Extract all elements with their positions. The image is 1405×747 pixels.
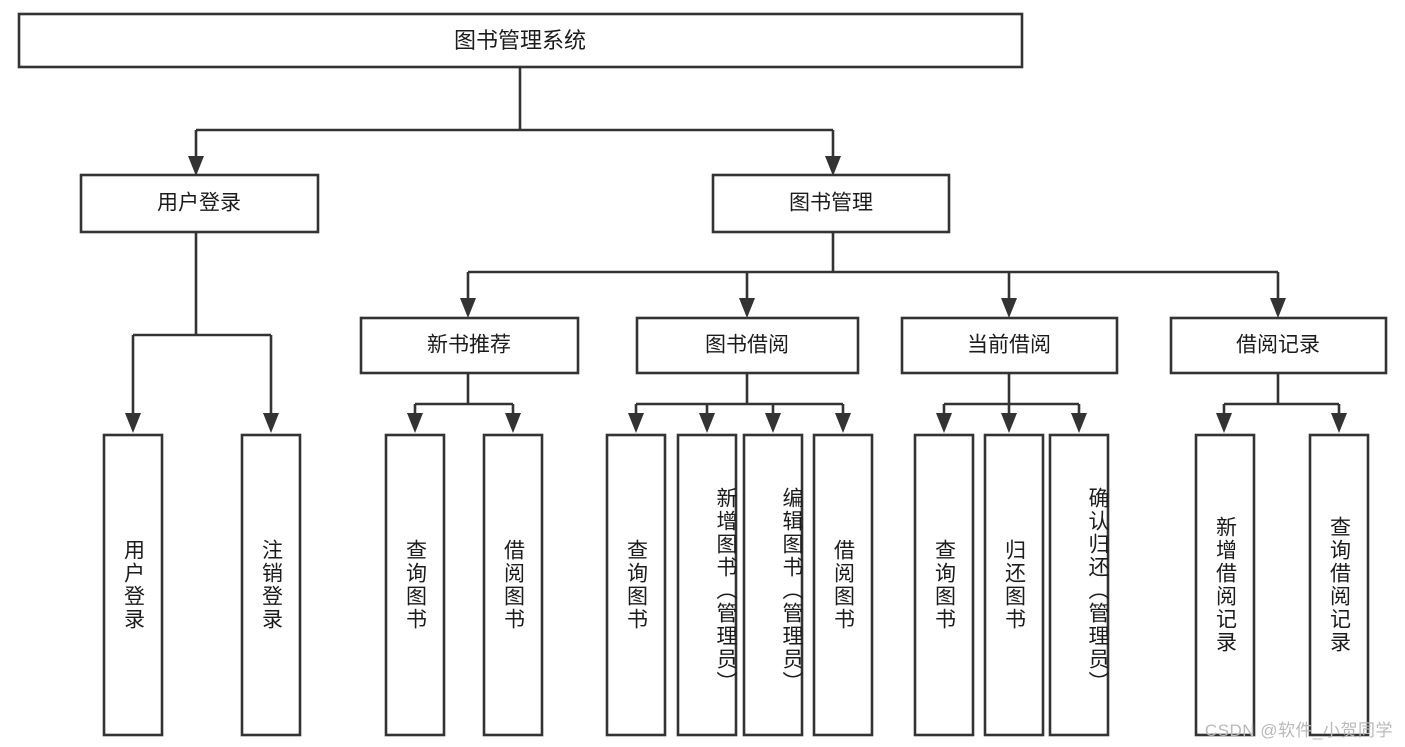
connector-layer bbox=[125, 67, 1347, 433]
node-book-manage-box[interactable] bbox=[711, 173, 951, 234]
node-book-borrow-label: 图书借阅 bbox=[705, 334, 789, 357]
node-leaf-borrow-book-1-box[interactable] bbox=[482, 433, 544, 737]
node-root[interactable]: 图书管理系统 bbox=[17, 12, 1024, 69]
node-user-login-label: 用户登录 bbox=[157, 192, 241, 215]
node-book-manage-label: 图书管理 bbox=[789, 192, 873, 215]
node-user-login[interactable]: 用户登录 bbox=[79, 173, 320, 234]
node-leaf-query-book-3-box[interactable] bbox=[913, 433, 975, 737]
connector-book-borrow-to-leaves bbox=[634, 373, 845, 415]
node-leaf-query-book-1-box[interactable] bbox=[384, 433, 446, 737]
node-new-book-rec-box[interactable] bbox=[359, 316, 580, 375]
arrowhead-leaf-borrow-book-2 bbox=[835, 413, 851, 433]
arrowhead-leaf-query-book-2 bbox=[628, 413, 644, 433]
node-leaf-edit-book-box[interactable] bbox=[742, 433, 804, 737]
node-borrow-record-label: 借阅记录 bbox=[1236, 334, 1320, 357]
arrowhead-book-borrow bbox=[739, 298, 755, 318]
node-borrow-record-box[interactable] bbox=[1169, 316, 1388, 375]
node-root-label: 图书管理系统 bbox=[454, 28, 586, 53]
connector-current-borrow-to-leaves bbox=[942, 373, 1081, 415]
watermark-label: CSDN @软件_小贺同学 bbox=[1204, 721, 1393, 740]
node-leaf-query-record-box[interactable] bbox=[1308, 433, 1370, 737]
arrowhead-leaf-logout-login bbox=[263, 413, 279, 433]
connector-book-manage-to-groups bbox=[466, 232, 1280, 300]
arrowhead-book-manage bbox=[825, 156, 841, 176]
arrowhead-leaf-borrow-book-1 bbox=[505, 413, 521, 433]
node-leaf-logout-login-box[interactable] bbox=[240, 433, 302, 737]
arrowhead-user-login bbox=[188, 156, 204, 176]
connector-root-to-level1 bbox=[194, 67, 835, 158]
node-user-login-box[interactable] bbox=[79, 173, 320, 234]
node-borrow-record[interactable]: 借阅记录 bbox=[1169, 316, 1388, 375]
arrowhead-leaf-confirm-return bbox=[1071, 413, 1087, 433]
arrowhead-borrow-record bbox=[1270, 298, 1286, 318]
node-current-borrow-box[interactable] bbox=[900, 316, 1119, 375]
node-new-book-rec[interactable]: 新书推荐 bbox=[359, 316, 580, 375]
connector-user-login-to-leaves bbox=[131, 232, 273, 415]
node-leaf-query-book-2-box[interactable] bbox=[605, 433, 667, 737]
node-leaf-add-record-box[interactable] bbox=[1194, 433, 1256, 737]
arrowhead-leaf-add-book bbox=[699, 413, 715, 433]
arrowhead-leaf-query-book-3 bbox=[936, 413, 952, 433]
node-current-borrow-label: 当前借阅 bbox=[967, 334, 1051, 357]
node-book-borrow[interactable]: 图书借阅 bbox=[635, 316, 860, 375]
arrowhead-leaf-return-book bbox=[1001, 413, 1017, 433]
node-leaf-add-book-box[interactable] bbox=[676, 433, 738, 737]
arrowhead-leaf-user-login bbox=[125, 413, 141, 433]
node-book-manage[interactable]: 图书管理 bbox=[711, 173, 951, 234]
node-leaf-confirm-return-box[interactable] bbox=[1048, 433, 1110, 737]
node-root-box[interactable] bbox=[17, 12, 1024, 69]
connector-borrow-record-to-leaves bbox=[1222, 373, 1341, 415]
node-leaf-borrow-book-2-box[interactable] bbox=[812, 433, 874, 737]
node-new-book-rec-label: 新书推荐 bbox=[427, 334, 511, 357]
arrowhead-current-borrow bbox=[1001, 298, 1017, 318]
connector-new-book-rec-to-leaves bbox=[413, 373, 515, 415]
node-current-borrow[interactable]: 当前借阅 bbox=[900, 316, 1119, 375]
arrowhead-leaf-query-record bbox=[1331, 413, 1347, 433]
node-leaf-return-book-box[interactable] bbox=[983, 433, 1045, 737]
arrowhead-leaf-add-record bbox=[1216, 413, 1232, 433]
arrowhead-leaf-edit-book bbox=[765, 413, 781, 433]
node-book-borrow-box[interactable] bbox=[635, 316, 860, 375]
arrowhead-leaf-query-book-1 bbox=[407, 413, 423, 433]
node-leaf-user-login-box[interactable] bbox=[102, 433, 164, 737]
arrowhead-new-book-rec bbox=[460, 298, 476, 318]
